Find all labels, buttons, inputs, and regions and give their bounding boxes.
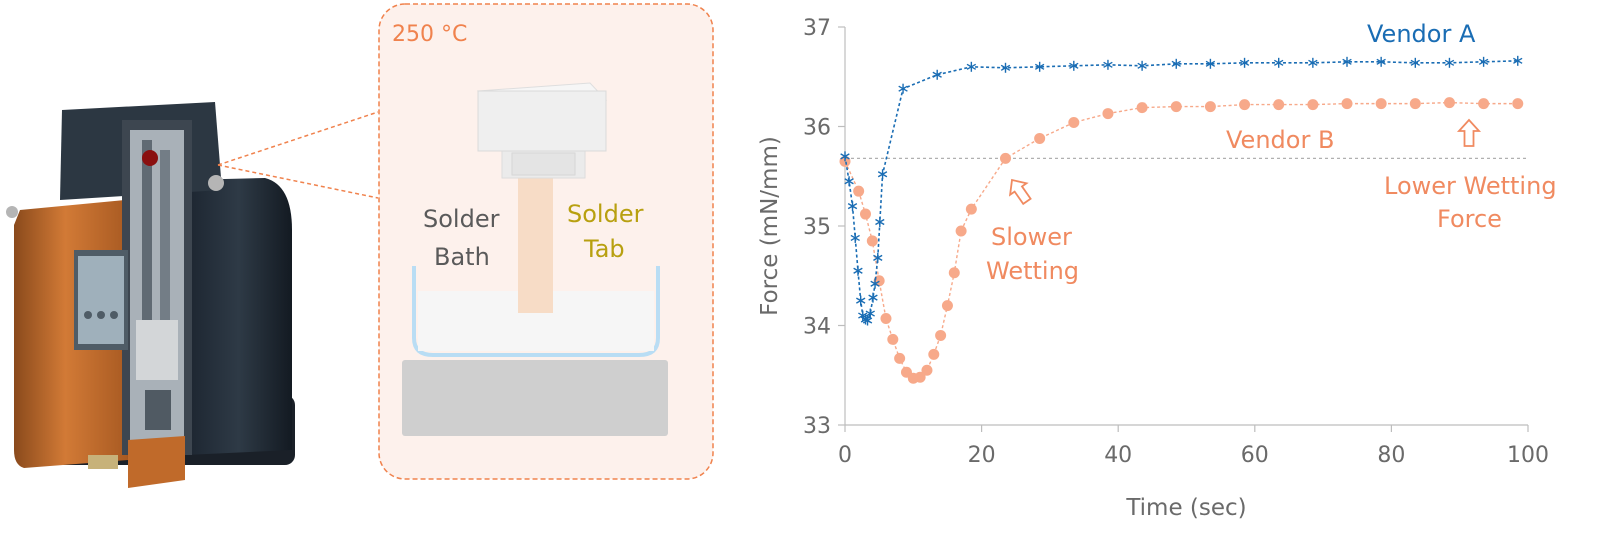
vendor-a-line: [844, 60, 1518, 322]
lower-wetting-force-arrow: [1456, 118, 1482, 147]
vendor-b-point: [955, 225, 967, 237]
y-axis-title: Force (mN/mm): [757, 136, 783, 316]
vendor-a-label: Vendor A: [1367, 20, 1476, 48]
vendor-a-point: [1513, 55, 1523, 66]
vendor-a-point: [1171, 58, 1181, 69]
vendor-b-point: [935, 329, 947, 341]
vendor-b-point: [1170, 101, 1182, 113]
vendor-a-point: [1239, 57, 1250, 68]
solder-bath-diagram: [378, 3, 714, 480]
vendor-a-point: [875, 217, 885, 228]
x-tick-label: 60: [1241, 443, 1269, 468]
vendor-a-point: [840, 151, 850, 162]
x-axis-title: Time (sec): [1125, 495, 1246, 521]
x-tick-label: 0: [838, 443, 852, 468]
vendor-a-point: [877, 169, 888, 180]
vendor-b-point: [1068, 117, 1080, 129]
vendor-a-point: [844, 176, 854, 187]
vendor-a-point: [862, 315, 873, 326]
solder-tab-label-line2: Tab: [584, 235, 625, 263]
vendor-b-point: [894, 352, 906, 364]
vendor-b-point: [1102, 108, 1114, 120]
tab-clamp: [477, 90, 607, 152]
vendor-a-point: [873, 252, 883, 263]
vendor-a-point: [1205, 58, 1216, 69]
vendor-a-point: [870, 278, 880, 289]
vendor-b-point: [1341, 98, 1353, 110]
vendor-b-point: [1478, 98, 1490, 110]
vendor-b-point: [1000, 152, 1012, 164]
vendor-b-point: [853, 185, 865, 197]
x-tick-label: 20: [968, 443, 996, 468]
x-tick-label: 80: [1377, 443, 1405, 468]
vendor-b-point: [1239, 99, 1251, 111]
vendor-a-point: [1034, 61, 1045, 72]
y-tick-label: 35: [803, 215, 831, 240]
vendor-b-point: [866, 235, 878, 247]
vendor-a-point: [966, 61, 977, 72]
vendor-a-point: [1410, 57, 1421, 68]
lower-wetting-force-line2: Force: [1437, 205, 1502, 233]
vendor-a-point: [850, 232, 860, 243]
vendor-a-point: [865, 308, 875, 319]
vendor-a-point: [898, 83, 908, 94]
solder-tab-label-line1: Solder: [567, 200, 644, 228]
lower-wetting-force-line1: Lower Wetting: [1384, 172, 1557, 200]
vendor-b-point: [1273, 99, 1285, 111]
vendor-b-line: [844, 101, 1518, 379]
solder-bath: [412, 266, 660, 357]
vendor-b-point: [948, 267, 960, 279]
y-tick-label: 36: [803, 116, 831, 141]
solder-bath-label-line1: Solder: [423, 205, 500, 233]
vendor-a-point: [1069, 60, 1079, 71]
vendor-a-point: [1444, 57, 1455, 68]
vendor-b-point: [921, 364, 933, 376]
vendor-b-point: [1307, 99, 1319, 111]
vendor-a-point: [1478, 56, 1489, 67]
vendor-a-point: [932, 69, 942, 80]
vendor-a-point: [847, 201, 858, 212]
vendor-a-point: [868, 292, 878, 303]
vendor-a-point: [1342, 56, 1352, 67]
vendor-b-point: [965, 203, 977, 215]
y-tick-label: 37: [803, 16, 831, 41]
solder-bath-label-line2: Bath: [434, 243, 490, 271]
vendor-b-point: [941, 300, 953, 312]
solder-tab: [518, 163, 553, 313]
y-tick-label: 34: [803, 315, 831, 340]
instrument-illustration: [6, 102, 295, 488]
vendor-b-point: [1034, 132, 1046, 144]
vendor-b-point: [859, 208, 871, 220]
vendor-b-point: [1375, 98, 1387, 110]
vendor-a-point: [856, 295, 866, 306]
slower-wetting-line1: Slower: [991, 223, 1072, 251]
vendor-b-point: [880, 313, 892, 325]
x-tick-label: 40: [1104, 443, 1132, 468]
heater-block: [402, 360, 668, 436]
vendor-b-point: [1443, 97, 1455, 109]
vendor-b-point: [1409, 98, 1421, 110]
vendor-a-point: [1308, 57, 1318, 68]
y-tick-label: 33: [803, 414, 831, 439]
vendor-b-point: [1204, 101, 1216, 113]
vendor-b-point: [914, 371, 926, 383]
slower-wetting-arrow: [1008, 178, 1032, 206]
slower-wetting-line2: Wetting: [986, 257, 1079, 285]
x-tick-label: 100: [1507, 443, 1549, 468]
vendor-b-point: [887, 333, 899, 345]
vendor-a-point: [853, 265, 863, 276]
vendor-b-point: [928, 348, 940, 360]
vendor-a-point: [1274, 57, 1284, 68]
vendor-b-point: [1136, 102, 1148, 114]
vendor-a-point: [1103, 59, 1113, 70]
vendor-b-label: Vendor B: [1226, 126, 1334, 154]
vendor-b-point: [1512, 98, 1524, 110]
vendor-a-point: [1000, 62, 1011, 73]
vendor-a-point: [1376, 56, 1386, 67]
vendor-a-point: [1137, 60, 1147, 71]
temperature-label: 250 °C: [392, 22, 468, 47]
